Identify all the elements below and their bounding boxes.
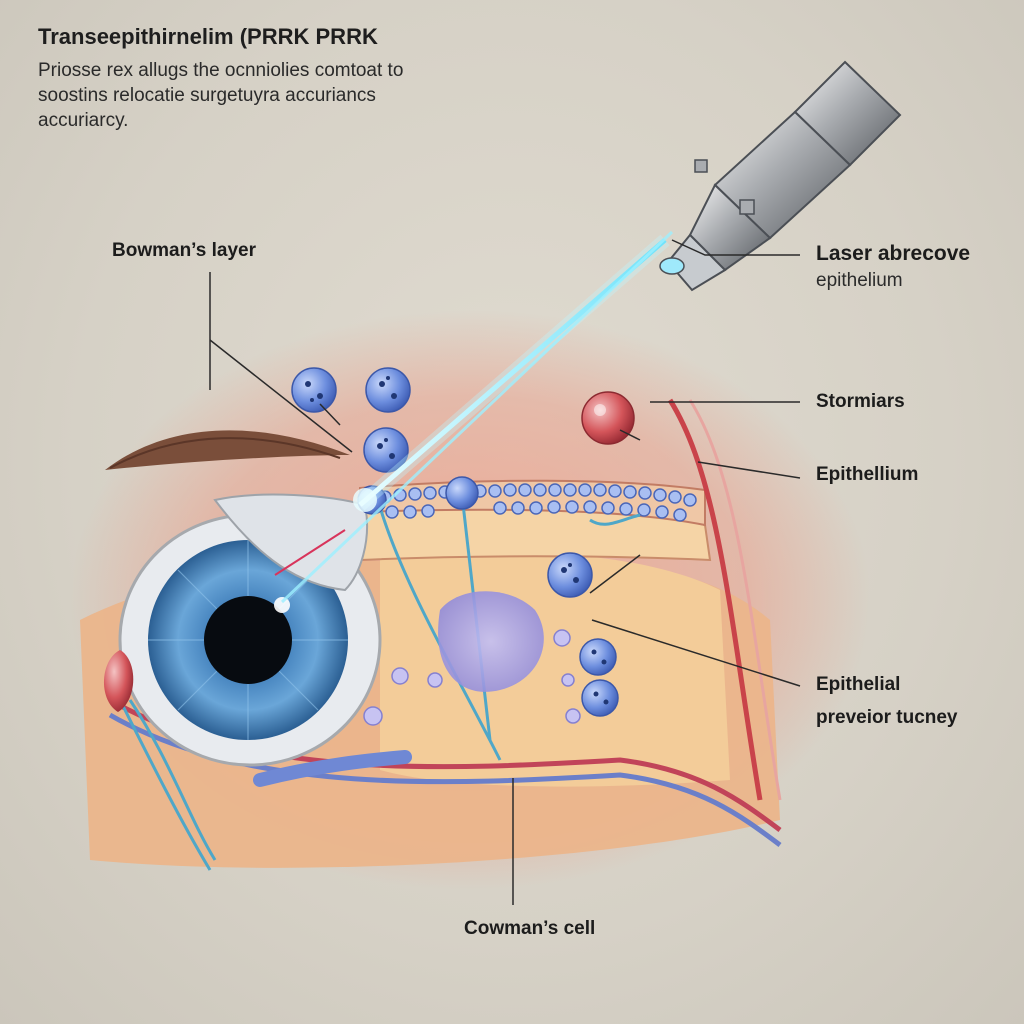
subtitle-line: accuriarcy.: [38, 110, 129, 131]
label-epithelium: Epithellium: [816, 464, 919, 485]
label-laser: Laser abrecove: [816, 242, 971, 265]
label-cowmans-cell: Cowman’s cell: [464, 918, 596, 939]
subtitle-line: soostins relocatie surgetuyra accuriancs: [38, 85, 376, 106]
label-stormiars: Stormiars: [816, 391, 905, 412]
label-epithelial-sub: preveior tucney: [816, 707, 958, 728]
diagram-subtitle: Priosse rex allugs the ocnniolies comtoa…: [38, 58, 508, 133]
diagram-title: Transeepithirnelim (PRRK PRRK: [38, 24, 378, 49]
blue-cells: [291, 367, 619, 717]
subtitle-line: Priosse rex allugs the ocnniolies comtoa…: [38, 60, 404, 81]
label-bowmans-layer: Bowman’s layer: [112, 240, 256, 261]
label-epithelial: Epithelial: [816, 674, 901, 695]
label-laser-sub: epithelium: [816, 270, 903, 291]
laser-handpiece-icon: [659, 60, 902, 292]
